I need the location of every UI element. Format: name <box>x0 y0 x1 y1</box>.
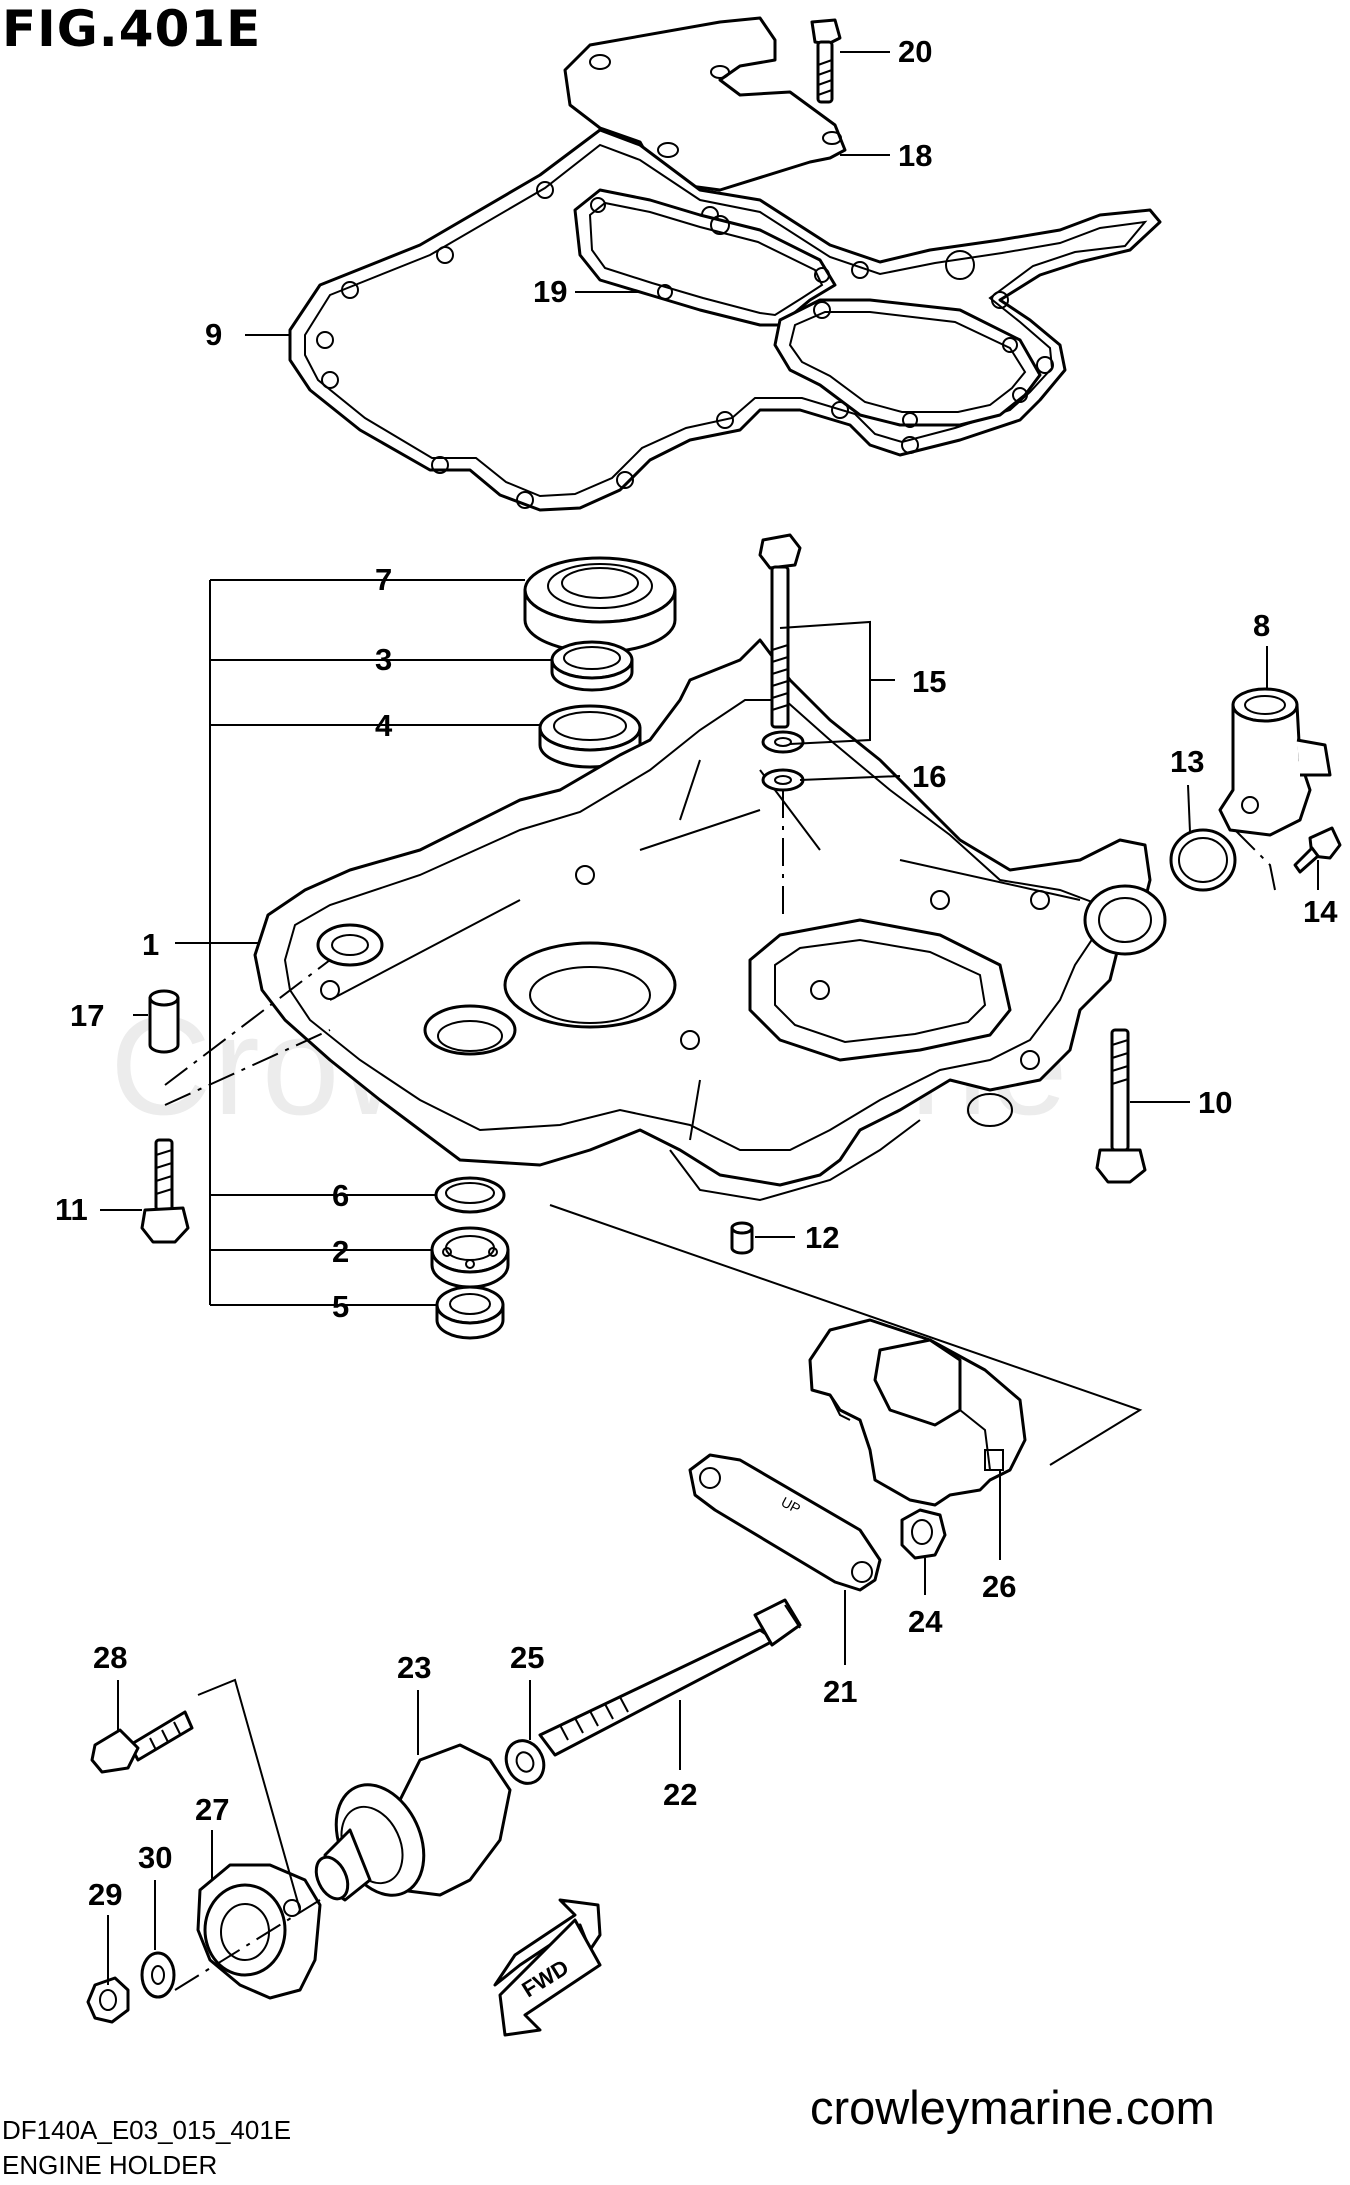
callout-bracket-left <box>175 579 552 1306</box>
part-3-seal[interactable] <box>550 640 634 692</box>
callout-30: 30 <box>138 1840 172 1875</box>
callout-7: 7 <box>375 562 392 597</box>
callout-28: 28 <box>93 1640 127 1675</box>
part-24-nut[interactable] <box>900 1508 947 1560</box>
callout-15: 15 <box>912 664 946 699</box>
part-11-bolt[interactable] <box>140 1138 190 1244</box>
website-link[interactable]: crowleymarine.com <box>810 2081 1215 2134</box>
callout-22: 22 <box>663 1777 697 1812</box>
part-7-bearing[interactable] <box>523 556 677 654</box>
callout-27: 27 <box>195 1792 229 1827</box>
callout-19: 19 <box>533 274 567 309</box>
part-25-washer[interactable] <box>499 1734 550 1789</box>
part-14-bolt[interactable] <box>1293 826 1342 874</box>
part-2-bearing[interactable] <box>430 1226 510 1289</box>
callout-20: 20 <box>898 34 932 69</box>
part-21-gasket[interactable]: UP <box>688 1453 882 1592</box>
callout-29: 29 <box>88 1877 122 1912</box>
gasket-right-section <box>773 298 1042 428</box>
part-1-engine-holder[interactable] <box>253 638 1167 1202</box>
callout-3: 3 <box>375 642 392 677</box>
figure-title: FIG.401E <box>2 0 262 58</box>
callout-21: 21 <box>823 1674 857 1709</box>
part-23-mount-rubber[interactable] <box>310 1743 512 1909</box>
part-30-washer[interactable] <box>140 1951 176 1999</box>
callout-17: 17 <box>70 998 104 1033</box>
callout-8: 8 <box>1253 608 1270 643</box>
leader-lines <box>100 51 1319 1985</box>
callout-25: 25 <box>510 1640 544 1675</box>
part-13-o-ring[interactable] <box>1169 828 1237 892</box>
callout-12: 12 <box>805 1220 839 1255</box>
part-6-circlip[interactable] <box>434 1176 506 1214</box>
part-4-seal[interactable] <box>538 704 642 769</box>
part-26-mount-bracket[interactable] <box>808 1318 1027 1507</box>
callout-24: 24 <box>908 1604 943 1639</box>
callout-26: 26 <box>982 1569 1016 1604</box>
part-16-washer[interactable] <box>761 768 805 792</box>
callout-6: 6 <box>332 1178 349 1213</box>
part-15-washer[interactable] <box>761 730 805 754</box>
part-12-dowel[interactable] <box>730 1221 754 1255</box>
part-20-bolt[interactable] <box>810 18 842 104</box>
part-8-fitting[interactable] <box>1218 687 1332 837</box>
callout-16: 16 <box>912 759 946 794</box>
part-5-seal[interactable] <box>435 1285 505 1340</box>
part-10-bolt[interactable] <box>1095 1028 1147 1184</box>
callout-10: 10 <box>1198 1085 1232 1120</box>
callout-11: 11 <box>55 1192 88 1227</box>
part-15-bolt[interactable] <box>758 533 802 729</box>
part-17-dowel[interactable] <box>148 989 180 1054</box>
figure-code: DF140A_E03_015_401E <box>2 2115 292 2145</box>
callout-4: 4 <box>375 708 393 743</box>
part-29-nut[interactable] <box>86 1976 130 2024</box>
callout-9: 9 <box>205 317 222 352</box>
part-22-stud[interactable] <box>538 1598 802 1757</box>
callout-18: 18 <box>898 138 932 173</box>
callout-23: 23 <box>397 1650 431 1685</box>
fwd-arrow-icon: FWD <box>493 1898 602 2037</box>
figure-caption: ENGINE HOLDER <box>2 2150 218 2180</box>
part-28-bolt[interactable] <box>90 1710 194 1774</box>
callout-2: 2 <box>332 1234 349 1269</box>
callout-5: 5 <box>332 1289 349 1324</box>
callout-14: 14 <box>1303 894 1338 929</box>
callout-13: 13 <box>1170 744 1204 779</box>
callout-1: 1 <box>142 927 159 962</box>
part-27-bracket[interactable] <box>196 1863 322 2000</box>
callout-labels: 20 18 19 9 7 3 4 8 15 16 13 14 1 17 10 1… <box>55 34 1338 1912</box>
